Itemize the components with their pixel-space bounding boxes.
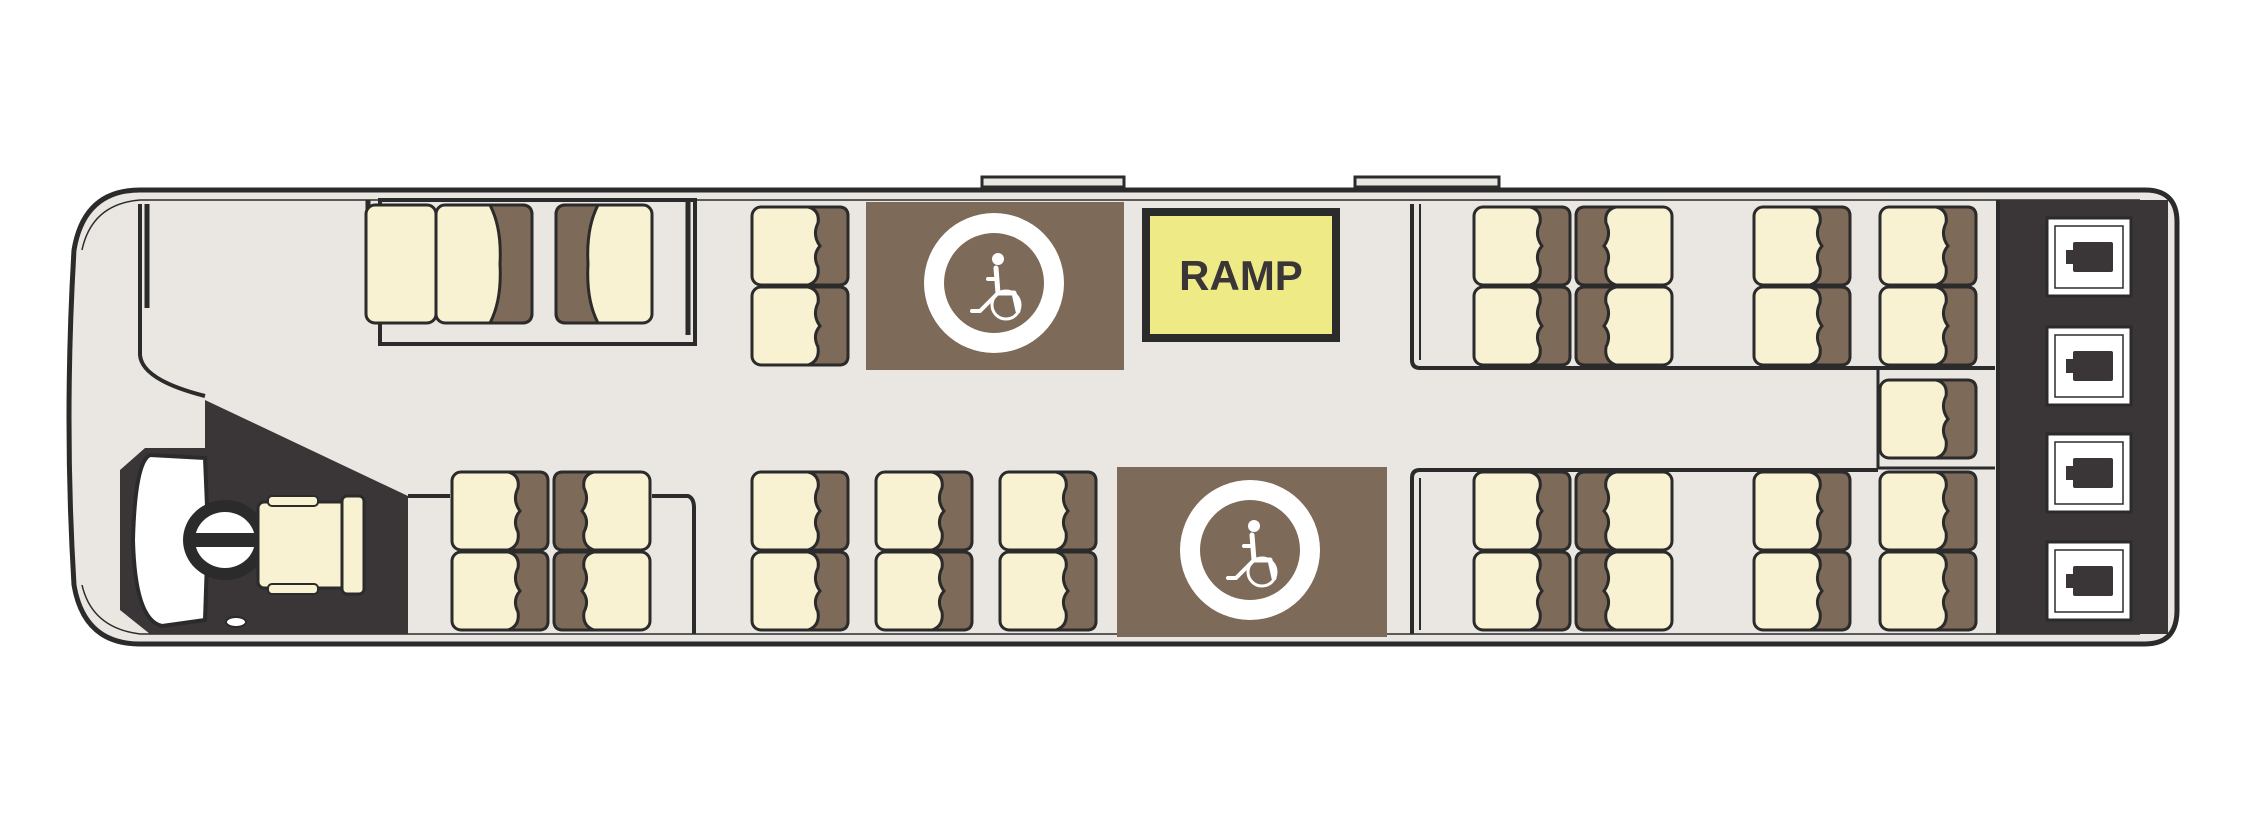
passenger-seat <box>1878 550 1978 632</box>
passenger-seat <box>1878 470 1978 552</box>
front-entry-wall <box>138 204 206 398</box>
battery-icon <box>2045 216 2133 298</box>
battery-icon <box>2045 540 2133 622</box>
passenger-seat <box>750 550 850 632</box>
passenger-seat <box>998 470 1098 552</box>
bus-body-edge <box>66 187 2180 647</box>
driver-console <box>130 452 211 629</box>
passenger-seat <box>1752 550 1852 632</box>
passenger-seat <box>750 285 850 367</box>
passenger-seat <box>1878 285 1978 367</box>
passenger-seat <box>1574 285 1674 367</box>
passenger-seat <box>554 203 654 325</box>
passenger-seat <box>552 550 652 632</box>
passenger-seat <box>1878 205 1978 287</box>
passenger-seat <box>1878 378 1978 460</box>
floor-fitting <box>225 616 247 628</box>
passenger-seat <box>364 203 438 325</box>
passenger-seat <box>1472 205 1572 287</box>
passenger-seat <box>1752 470 1852 552</box>
wheelchair-icon <box>1180 480 1320 620</box>
battery-icon <box>2045 432 2133 514</box>
passenger-seat <box>450 550 550 632</box>
passenger-seat <box>874 550 974 632</box>
passenger-seat <box>552 470 652 552</box>
rear-bottom-seat-frame <box>1410 468 1878 634</box>
passenger-seat <box>450 470 550 552</box>
rear-top-seat-frame <box>1410 204 1995 370</box>
door-track-front <box>980 175 1126 189</box>
passenger-seat <box>1472 285 1572 367</box>
passenger-seat <box>1574 550 1674 632</box>
wheelchair-icon <box>924 213 1064 353</box>
passenger-seat <box>750 205 850 287</box>
steering-wheel-icon <box>183 500 267 580</box>
door-track-rear <box>1353 175 1501 189</box>
passenger-seat <box>1472 550 1572 632</box>
passenger-seat <box>1574 470 1674 552</box>
passenger-seat <box>998 550 1098 632</box>
passenger-seat <box>874 470 974 552</box>
passenger-seat <box>1752 285 1852 367</box>
passenger-seat <box>1752 205 1852 287</box>
passenger-seat <box>1472 470 1572 552</box>
passenger-seat <box>750 470 850 552</box>
passenger-seat <box>434 203 534 325</box>
ramp: RAMP <box>1142 208 1340 342</box>
ramp-label: RAMP <box>1179 252 1303 299</box>
passenger-seat <box>1574 205 1674 287</box>
handrail <box>652 494 696 634</box>
driver-seat <box>256 494 366 596</box>
battery-icon <box>2045 325 2133 407</box>
